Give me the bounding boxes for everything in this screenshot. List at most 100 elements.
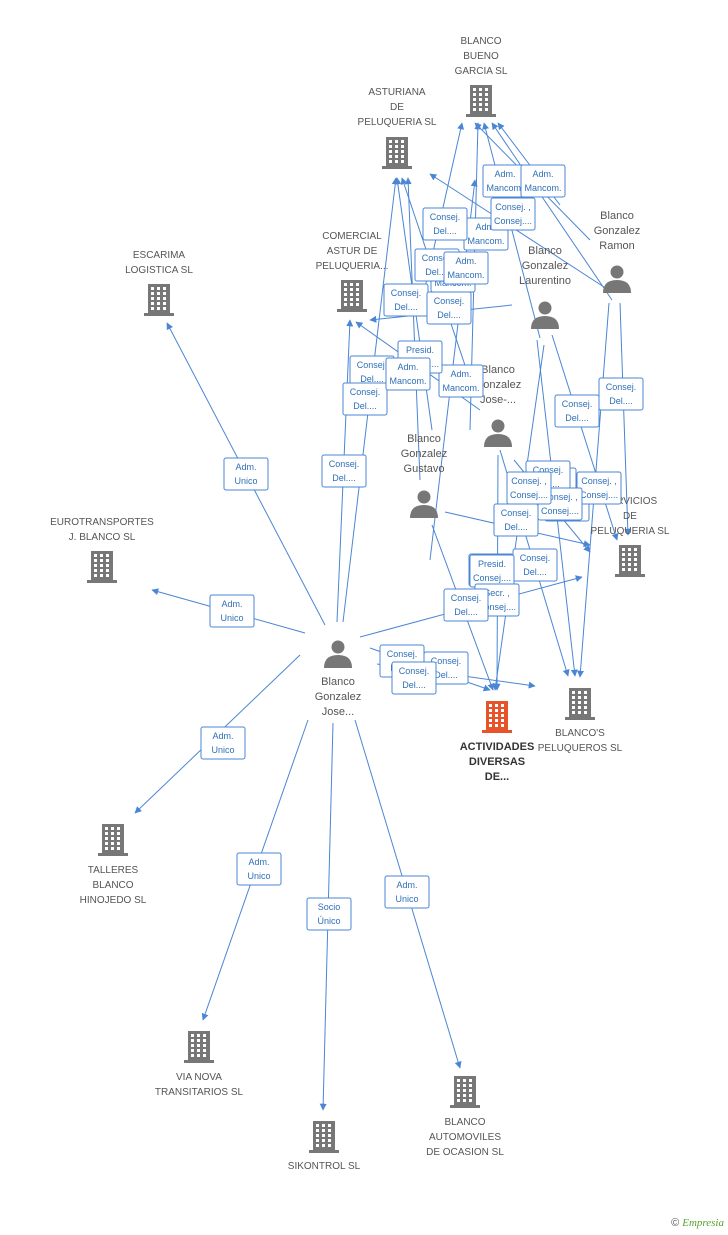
- company-label-line: ASTURIANA: [368, 87, 426, 98]
- relation-label-line: Consej.: [329, 459, 360, 469]
- person-icon: [603, 265, 631, 293]
- relation-label-line: Consej.: [562, 399, 593, 409]
- relation-label[interactable]: Adm.Unico: [200, 726, 246, 760]
- company-label-line: TRANSITARIOS SL: [155, 1087, 244, 1098]
- person-label-line: Ramon: [599, 240, 634, 252]
- person-label-line: Gonzalez: [475, 379, 521, 391]
- relation-label-line: Consej. ,: [495, 202, 531, 212]
- relation-label[interactable]: Adm.Mancom.: [482, 164, 528, 198]
- copyright-symbol: ©: [671, 1217, 680, 1229]
- relation-label-line: Socio: [318, 902, 341, 912]
- relation-label-line: Consej.: [451, 593, 482, 603]
- relation-label[interactable]: Consej.Del....: [383, 283, 429, 317]
- relation-label[interactable]: Adm.Mancom.: [520, 164, 566, 198]
- person-label-line: Blanco: [407, 433, 441, 445]
- relation-label[interactable]: Consej.Del....: [426, 291, 472, 325]
- relation-labels-layer: Adm.UnicoAdm.UnicoAdm.UnicoAdm.UnicoSoci…: [200, 164, 644, 931]
- relation-label-line: Consej....: [473, 573, 511, 583]
- relation-label[interactable]: Adm. Mancom.: [443, 251, 489, 285]
- relation-label-line: Adm.: [455, 256, 476, 266]
- relation-label[interactable]: Adm.Unico: [209, 594, 255, 628]
- relation-label-line: Consej....: [541, 506, 579, 516]
- relation-label-line: Consej....: [510, 490, 548, 500]
- relation-label[interactable]: Consej.Del....: [598, 377, 644, 411]
- relation-label[interactable]: Consej. ,Consej....: [490, 197, 536, 231]
- relation-label[interactable]: Adm.Unico: [223, 457, 269, 491]
- relation-label-line: Mancom.: [389, 376, 426, 386]
- relation-label[interactable]: Adm.Unico: [384, 875, 430, 909]
- relation-label[interactable]: Consej. , Consej....: [506, 471, 552, 505]
- relation-label[interactable]: Consej.Del....: [321, 454, 367, 488]
- company-label-line: DIVERSAS: [469, 756, 525, 768]
- relation-label[interactable]: Consej.Del....: [512, 548, 558, 582]
- relation-label-line: Consej.: [520, 553, 551, 563]
- relation-label-line: Unico: [247, 871, 270, 881]
- relation-label-line: Consej.: [387, 649, 418, 659]
- relation-label-line: Único: [317, 916, 340, 926]
- relation-label[interactable]: Consej. Del....: [342, 382, 388, 416]
- relation-label[interactable]: Consej.Del....: [554, 394, 600, 428]
- relation-label-line: Del....: [609, 396, 633, 406]
- person-icon: [484, 419, 512, 447]
- relation-label-line: Consej....: [478, 602, 516, 612]
- relation-label-line: Consej.: [533, 465, 564, 475]
- relation-label-line: Del....: [353, 401, 377, 411]
- brand-name: Empresia: [682, 1217, 724, 1229]
- relation-label-line: Consej. ,: [511, 476, 547, 486]
- company-label-line: DE: [623, 511, 637, 522]
- relation-label-line: Adm.: [475, 222, 496, 232]
- relation-label-line: Unico: [234, 476, 257, 486]
- company-label-line: ACTIVIDADES: [460, 741, 535, 753]
- building-icon: [615, 545, 645, 577]
- relation-label-line: Consej.: [431, 656, 462, 666]
- relation-label[interactable]: Consej. ,Consej....: [576, 471, 622, 505]
- company-label-line: BLANCO'S: [555, 728, 605, 739]
- building-icon: [466, 85, 496, 117]
- relation-label-line: Consej.: [430, 212, 461, 222]
- company-label[interactable]: SIKONTROL SL: [288, 1161, 361, 1172]
- person-label-line: Blanco: [528, 245, 562, 257]
- person-label-line: Laurentino: [519, 275, 571, 287]
- relation-label[interactable]: Consej.Del....: [422, 207, 468, 241]
- relation-label[interactable]: Adm.Mancom.: [438, 364, 484, 398]
- relation-label-line: Consej....: [580, 490, 618, 500]
- person-label-line: Blanco: [321, 676, 355, 688]
- relation-label-line: Adm.: [396, 880, 417, 890]
- relation-label[interactable]: Presid.Consej....: [469, 554, 515, 588]
- relation-label-line: Consej.: [350, 387, 381, 397]
- company-label-line: ASTUR DE: [327, 246, 378, 257]
- relation-label-line: Unico: [220, 613, 243, 623]
- relation-label-line: Mancom.: [447, 270, 484, 280]
- relation-label[interactable]: Adm.Mancom.: [385, 357, 431, 391]
- person-label-line: Gonzalez: [401, 448, 447, 460]
- person-label-line: Gustavo: [404, 463, 445, 475]
- relation-label[interactable]: Consej.Del....: [493, 503, 539, 537]
- relation-label-line: Del....: [425, 267, 449, 277]
- company-label-line: ESCARIMA: [133, 250, 186, 261]
- relation-edge: [491, 122, 613, 301]
- footer-brand[interactable]: © Empresia: [671, 1217, 724, 1229]
- relation-label-line: Del....: [437, 310, 461, 320]
- relation-label[interactable]: Consej.Del....: [443, 588, 489, 622]
- relation-label[interactable]: Consej.Del....: [391, 661, 437, 695]
- relation-label[interactable]: Adm.Unico: [236, 852, 282, 886]
- relation-label-line: Consej.: [422, 253, 453, 263]
- person-label-line: Gonzalez: [315, 691, 361, 703]
